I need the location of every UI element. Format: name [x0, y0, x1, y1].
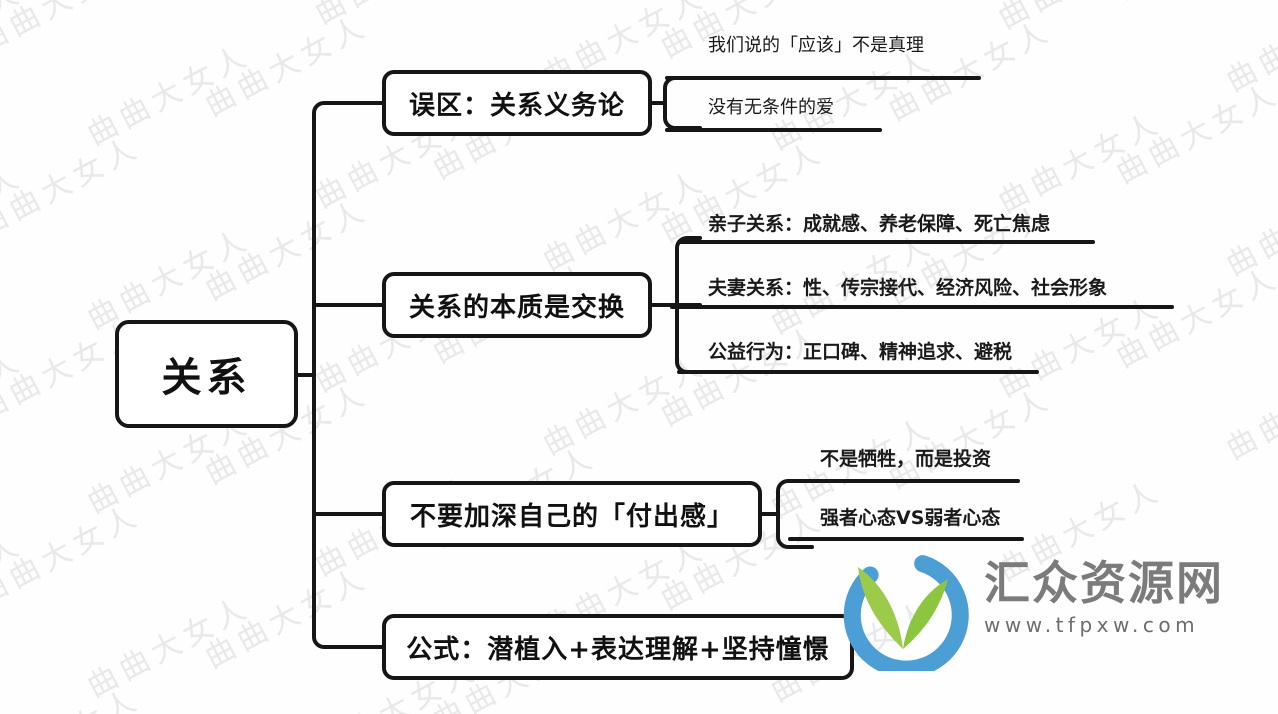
branch-node-1[interactable]: 误区：关系义务论	[382, 70, 652, 136]
root-node[interactable]: 关系	[115, 320, 298, 428]
watermark-text: 曲曲大女人	[993, 0, 1168, 36]
trunk-spine	[312, 101, 384, 649]
leaf-item-1-1-text: 我们说的「应该」不是真理	[708, 35, 924, 56]
site-logo-url: www.tfpxw.com	[984, 613, 1200, 638]
leaf-item-1-2[interactable]: 没有无条件的爱	[704, 93, 834, 119]
watermark-text: 曲曲大女人	[1220, 167, 1278, 284]
branch-node-3[interactable]: 不要加深自己的「付出感」	[382, 481, 762, 547]
leaf-item-2-2[interactable]: 夫妻关系：性、传宗接代、经济风险、社会形象	[704, 273, 1107, 300]
watermark-text: 曲曲大女人	[0, 681, 147, 714]
watermark-text: 曲曲大女人	[654, 318, 831, 434]
watermark-text: 曲曲大女人	[199, 192, 375, 308]
leaf-item-2-3-text: 公益行为：正口碑、精神追求、避税	[708, 341, 1013, 363]
leaf-rule-2-3	[677, 370, 1039, 374]
leaf-rule-3-1	[788, 479, 1020, 483]
root-node-label: 关系	[161, 355, 252, 401]
watermark-text: 曲曲大女人	[0, 342, 30, 458]
watermark-text: 曲曲大女人	[81, 37, 257, 153]
watermark-text: 曲曲大女人	[0, 0, 147, 61]
leaf-item-2-3[interactable]: 公益行为：正口碑、精神追求、避税	[704, 337, 1012, 364]
leaf-rule-2-2	[670, 305, 1174, 309]
leaf-item-3-1-text: 不是牺牲，而是投资	[820, 448, 992, 470]
leaf-rule-2-1	[677, 240, 1095, 244]
watermark-text: 曲曲大女人	[0, 129, 147, 245]
watermark-text: 曲曲大女人	[0, 0, 30, 90]
leaf-rule-1-1	[665, 76, 981, 80]
branch1-leaf-bracket	[663, 76, 702, 130]
branch-node-4[interactable]: 公式：潜植入+表达理解+坚持憧憬	[382, 614, 854, 680]
watermark-text: 曲曲大女人	[199, 560, 375, 676]
branch-node-4-label: 公式：潜植入+表达理解+坚持憧憬	[406, 634, 830, 665]
branch-node-2[interactable]: 关系的本质是交换	[382, 272, 652, 338]
watermark-text: 曲曲大女人	[1220, 351, 1278, 468]
watermark-text: 曲曲大女人	[1111, 0, 1278, 7]
leaf-item-1-2-text: 没有无条件的爱	[708, 97, 834, 118]
leaf-item-2-1-text: 亲子关系：成就感、养老保障、死亡焦虑	[708, 213, 1051, 235]
leaf-item-2-2-text: 夫妻关系：性、传宗接代、经济风险、社会形象	[708, 277, 1108, 299]
leaf-circle-logo-icon	[843, 555, 969, 678]
watermark-text: 曲曲大女人	[0, 711, 29, 714]
watermark-text: 曲曲大女人	[992, 472, 1169, 589]
watermark-text: 曲曲大女人	[537, 347, 713, 463]
watermark-text: 曲曲大女人	[81, 589, 257, 705]
leaf-item-2-1[interactable]: 亲子关系：成就感、养老保障、死亡焦虑	[704, 209, 1050, 236]
branch-node-3-label: 不要加深自己的「付出感」	[409, 501, 734, 532]
watermark-text: 曲曲大女人	[1110, 259, 1278, 376]
branch-node-2-label: 关系的本质是交换	[408, 292, 625, 323]
watermark-text: 曲曲大女人	[427, 0, 602, 3]
site-logo: 汇众资源网 www.tfpxw.com	[836, 553, 1256, 678]
watermark-row: 曲曲大女人曲曲大女人曲曲大女人曲曲大女人曲曲大女人曲曲大女人曲曲大女人曲曲大女人…	[0, 0, 1278, 275]
leaf-item-3-1[interactable]: 不是牺牲，而是投资	[816, 444, 991, 471]
branch-node-1-label: 误区：关系义务论	[408, 90, 625, 121]
leaf-rule-1-2	[665, 128, 882, 132]
watermark-text: 曲曲大女人	[199, 8, 375, 124]
watermark-text: 曲曲大女人	[1110, 75, 1278, 192]
watermark-text: 曲曲大女人	[537, 163, 713, 279]
site-logo-title: 汇众资源网	[984, 556, 1224, 610]
watermark-text: 曲曲大女人	[309, 0, 484, 32]
watermark-text: 曲曲大女人	[0, 497, 147, 613]
leaf-rule-3-2	[788, 537, 1024, 541]
watermark-text: 曲曲大女人	[0, 158, 30, 274]
watermark-text: 曲曲大女人	[992, 104, 1169, 221]
leaf-item-3-2[interactable]: 强者心态VS弱者心态	[816, 503, 1000, 530]
leaf-item-1-1[interactable]: 我们说的「应该」不是真理	[704, 31, 924, 57]
watermark-text: 曲曲大女人	[0, 526, 30, 642]
watermark-text: 曲曲大女人	[1220, 0, 1278, 100]
leaf-item-3-2-text: 强者心态VS弱者心态	[820, 507, 1001, 529]
